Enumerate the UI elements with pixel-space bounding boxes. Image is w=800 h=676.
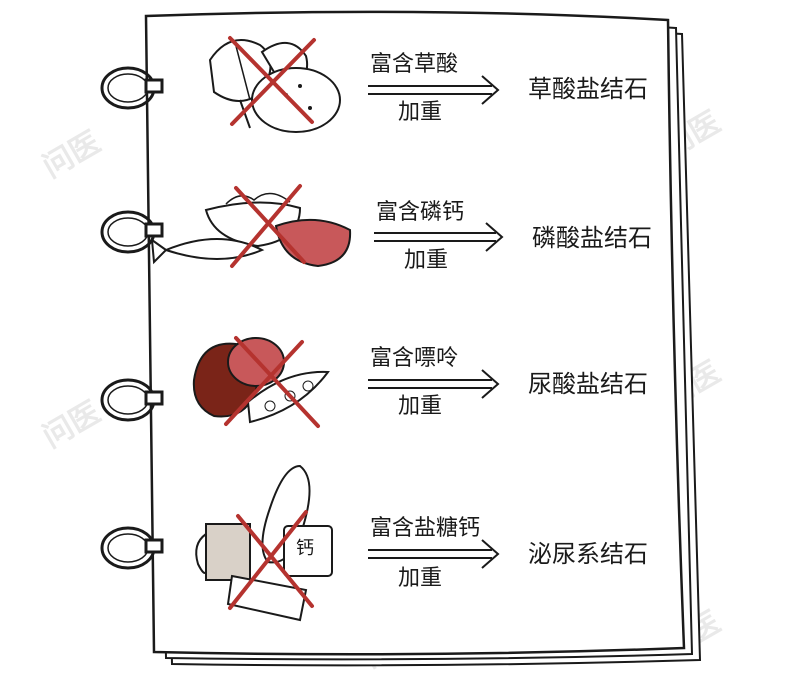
cross-icon — [224, 336, 320, 428]
binder-ring — [100, 66, 164, 110]
binder-ring — [100, 210, 164, 254]
calcium-jar-label: 钙 — [296, 538, 314, 559]
arrow-right-icon — [374, 222, 504, 252]
rich-in-label: 富含磷钙 — [376, 200, 465, 225]
cross-icon — [228, 510, 314, 610]
rich-in-label: 富含盐糖钙 — [370, 516, 481, 541]
rich-in-label: 富含嘌呤 — [370, 346, 459, 371]
effect-label: 加重 — [398, 100, 443, 125]
cross-icon — [228, 36, 316, 126]
effect-label: 加重 — [398, 394, 443, 419]
effect-label: 加重 — [398, 566, 443, 591]
stone-type-label: 尿酸盐结石 — [528, 370, 648, 398]
rich-in-label: 富含草酸 — [370, 52, 459, 77]
binder-ring — [100, 378, 164, 422]
arrow-right-icon — [368, 369, 500, 399]
stone-type-label: 磷酸盐结石 — [532, 224, 652, 252]
binder-ring — [100, 526, 164, 570]
stone-type-label: 泌尿系结石 — [528, 540, 648, 568]
stone-type-label: 草酸盐结石 — [528, 75, 648, 103]
cross-icon — [230, 184, 306, 268]
effect-label: 加重 — [404, 248, 449, 273]
arrow-right-icon — [368, 539, 500, 569]
arrow-right-icon — [368, 75, 500, 105]
